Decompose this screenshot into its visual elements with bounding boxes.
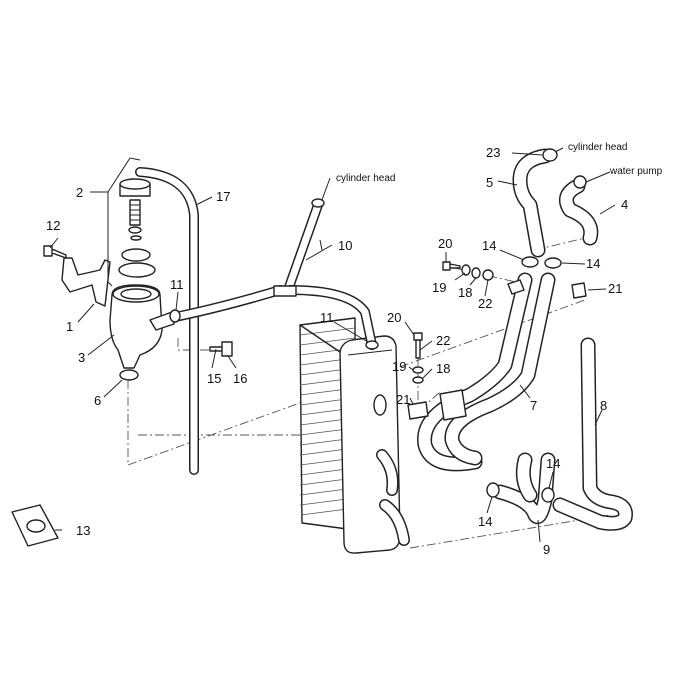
hose-5 [512, 148, 553, 258]
clamp-pump [573, 175, 587, 189]
callout-17: 17 [216, 189, 230, 204]
bolt-20b [413, 332, 423, 359]
callout-21-top: 21 [608, 281, 622, 296]
washer-18a [471, 267, 481, 279]
leader-lines [49, 147, 616, 543]
callout-8: 8 [600, 398, 607, 413]
callout-2: 2 [76, 185, 83, 200]
washer-18b [412, 376, 424, 384]
clamp-14a [521, 256, 539, 268]
callout-14-lower-right: 14 [546, 456, 560, 471]
hose-7 [417, 272, 556, 472]
callout-11-right: 11 [320, 310, 334, 325]
callout-20-mid: 20 [387, 310, 401, 325]
callout-14-lower-left: 14 [478, 514, 492, 529]
callout-18-mid: 18 [436, 361, 450, 376]
callout-6: 6 [94, 393, 101, 408]
tank-cap-assembly [118, 178, 156, 278]
annotation-cylinder-head-mid: cylinder head [336, 173, 395, 184]
clamp-cyl-head [311, 198, 325, 208]
callout-10: 10 [338, 238, 352, 253]
bracket-21a [571, 282, 587, 299]
callout-9: 9 [543, 542, 550, 557]
callout-21-mid: 21 [396, 392, 410, 407]
bolt-16 [209, 341, 233, 357]
hose-9 [492, 452, 556, 525]
callout-18-top: 18 [458, 285, 472, 300]
callout-11-left: 11 [170, 277, 184, 292]
bracket [61, 257, 111, 307]
callout-15: 15 [207, 371, 221, 386]
callout-19-top: 19 [432, 280, 446, 295]
hose-10 [283, 200, 323, 295]
callout-23: 23 [486, 145, 500, 160]
callout-5: 5 [486, 175, 493, 190]
callout-14-upper-right: 14 [586, 256, 600, 271]
rubber-pad [11, 504, 59, 547]
callout-19-mid: 19 [392, 359, 406, 374]
callout-3: 3 [78, 350, 85, 365]
callout-7: 7 [530, 398, 537, 413]
radiator-stubs [376, 449, 410, 546]
hose-11-right [285, 285, 377, 350]
callout-22-top: 22 [478, 296, 492, 311]
hose-clip [439, 389, 467, 421]
washer-19b [412, 366, 424, 374]
callout-1: 1 [66, 319, 73, 334]
washer-19a [461, 264, 471, 276]
hose-11-left [165, 285, 285, 323]
tee-fitting [273, 285, 297, 297]
hose-4 [558, 178, 599, 246]
bolt-20a [442, 261, 461, 271]
callout-16: 16 [233, 371, 247, 386]
part-callouts: 2 17 12 11 1 3 6 15 16 10 11 13 23 5 4 2… [46, 145, 628, 557]
clamp-11-left [169, 309, 181, 323]
clamp-14d [541, 487, 555, 503]
callout-14-upper-left: 14 [482, 238, 496, 253]
nut-22a [482, 269, 494, 281]
annotation-water-pump: water pump [609, 166, 663, 177]
pipe-stub [507, 279, 525, 295]
clamp-14b [544, 257, 562, 269]
hoses [135, 148, 633, 546]
hardware [43, 148, 587, 503]
clamp-14c [486, 482, 500, 498]
callout-4: 4 [621, 197, 628, 212]
radiator [299, 317, 401, 554]
expansion-tank [109, 284, 175, 381]
clamp-11-right [365, 340, 379, 350]
callout-12: 12 [46, 218, 60, 233]
callout-20-top: 20 [438, 236, 452, 251]
clamp-23 [542, 148, 558, 162]
hose-17 [135, 167, 199, 475]
annotation-cylinder-head-top: cylinder head [568, 142, 627, 153]
location-annotations: cylinder head water pump cylinder head [336, 142, 663, 184]
bolt-12 [43, 245, 67, 259]
callout-22-mid: 22 [436, 333, 450, 348]
callout-13: 13 [76, 523, 90, 538]
bracket-21b [407, 401, 429, 420]
hose-8 [552, 337, 633, 531]
